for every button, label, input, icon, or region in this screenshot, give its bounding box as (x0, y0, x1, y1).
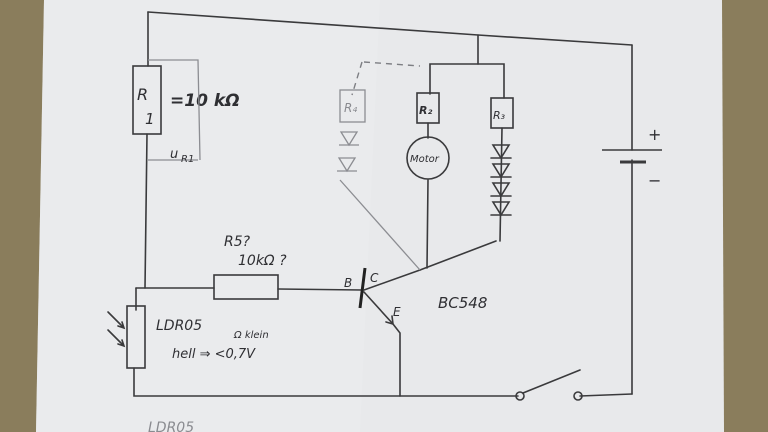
ldr-note-resistance: Ω klein (233, 330, 269, 341)
led-icon (490, 144, 512, 160)
battery: + − (602, 125, 662, 190)
switch-terminal-left (515, 391, 525, 401)
ur1-label: u (170, 147, 178, 162)
wire-collector-bus (419, 240, 497, 271)
light-arrow-2 (107, 329, 126, 348)
base-label: B (344, 276, 352, 290)
switch-terminal-right (573, 391, 583, 401)
ldr-label: LDR05 (156, 318, 202, 334)
led-string-r3 (490, 144, 512, 217)
r1-value: =10 kΩ (170, 91, 240, 111)
motor-label: Motor (410, 154, 440, 165)
collector-label: C (370, 271, 379, 285)
transistor-collector (363, 269, 421, 291)
transistor-base-bar (358, 267, 367, 309)
wire-r4-branch (339, 179, 421, 271)
ur1-subscript: R1 (181, 154, 194, 165)
r1-subscript: 1 (145, 110, 155, 128)
emitter-label: E (393, 305, 401, 319)
r1-label: R (137, 85, 148, 104)
led-icon (337, 157, 357, 173)
r4-label: R₄ (344, 101, 357, 115)
led-icon (490, 182, 512, 198)
resistor-r4: R₄ (339, 89, 366, 123)
r5-label: R5? (224, 234, 251, 250)
led-icon (490, 163, 512, 179)
led-string-r4 (337, 131, 359, 173)
battery-minus-label: − (648, 171, 661, 190)
ldr-note-bright: hell ⇒ <0,7V (172, 347, 256, 362)
ur1-bracket (148, 59, 201, 161)
emitter-arrow (385, 315, 394, 326)
motor-body (406, 136, 450, 180)
bottom-note: LDR05 (148, 420, 194, 432)
wire-led-string (499, 127, 503, 242)
wire-r4-dashed (351, 61, 421, 96)
r5-value: 10kΩ ? (238, 253, 287, 269)
resistor-r5: R5? 10kΩ ? (213, 234, 287, 300)
motor: Motor (406, 136, 450, 180)
wire-motor-down (426, 179, 429, 269)
wire-r1-to-node (144, 133, 148, 289)
led-icon (339, 131, 359, 147)
r3-label: R₃ (493, 109, 506, 122)
led-icon (490, 201, 512, 217)
transistor-bc548: B C E BC548 (344, 267, 487, 397)
light-arrow-1 (107, 311, 126, 330)
ldr05: LDR05 Ω klein hell ⇒ <0,7V (107, 305, 269, 369)
wire-r5-base (277, 288, 363, 291)
ldr-body (126, 305, 146, 369)
part-number-label: BC548 (438, 294, 487, 312)
battery-plus-label: + (648, 125, 661, 144)
r5-body (213, 274, 279, 300)
transistor-emitter (363, 291, 401, 397)
wire-branch-split (429, 63, 505, 99)
wire-bottom-right (579, 393, 633, 397)
switch-open (515, 369, 583, 401)
switch-lever (522, 369, 581, 394)
wire-bottom-left (133, 367, 519, 397)
r4-body (339, 89, 366, 123)
r2-label: R₂ (419, 104, 432, 117)
